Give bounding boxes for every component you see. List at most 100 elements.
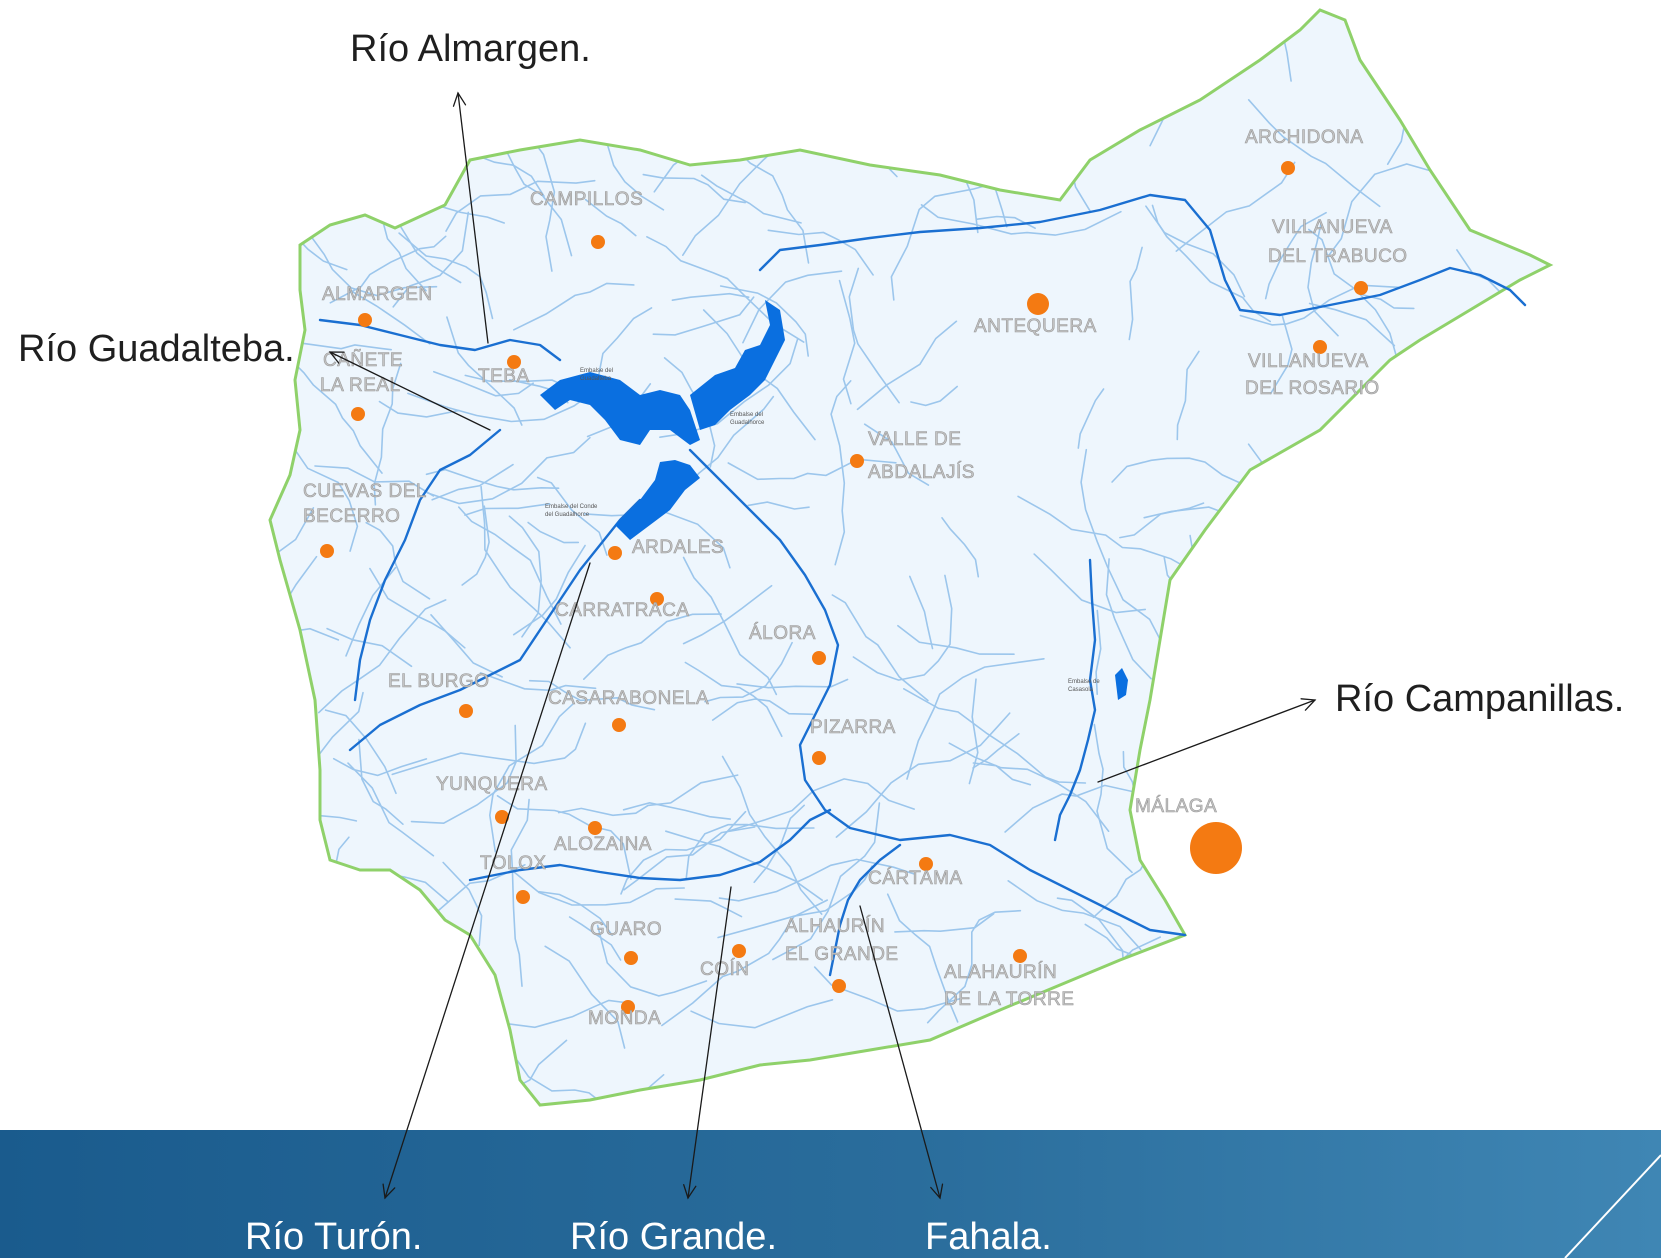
minor-river bbox=[1111, 457, 1250, 488]
minor-river bbox=[1175, 161, 1296, 252]
town-label: CAMPILLOS bbox=[530, 189, 643, 210]
minor-river bbox=[838, 279, 856, 405]
town-dot bbox=[1013, 949, 1027, 963]
map-note-embalse-guadalteba-2: Guadalteba bbox=[580, 376, 612, 382]
town-dot bbox=[320, 544, 334, 558]
minor-river bbox=[426, 436, 591, 505]
minor-river bbox=[903, 688, 1087, 784]
town-label: COÍN bbox=[700, 959, 750, 980]
minor-river bbox=[684, 661, 783, 737]
minor-river bbox=[920, 204, 1122, 236]
minor-river bbox=[1247, 99, 1381, 208]
minor-river bbox=[1212, 737, 1295, 787]
town-dot bbox=[850, 454, 864, 468]
minor-river bbox=[1128, 246, 1143, 341]
minor-river bbox=[742, 270, 843, 344]
minor-river bbox=[350, 290, 431, 345]
minor-river bbox=[1490, 504, 1550, 538]
town-dot bbox=[812, 751, 826, 765]
reservoir-casasola bbox=[1115, 668, 1128, 700]
callout-arrow bbox=[328, 351, 491, 431]
minor-river bbox=[772, 802, 881, 961]
minor-river bbox=[1105, 558, 1152, 680]
minor-river bbox=[736, 678, 849, 689]
minor-river bbox=[1017, 495, 1204, 578]
minor-river bbox=[1386, 791, 1497, 887]
minor-river bbox=[866, 1061, 966, 1086]
river-campanillas bbox=[1053, 558, 1097, 842]
minor-river bbox=[1269, 315, 1293, 395]
map-note-embalse-conde-2: del Guadalhorce bbox=[545, 512, 590, 518]
minor-river bbox=[1385, 438, 1420, 610]
town-dot bbox=[608, 546, 622, 560]
minor-river bbox=[652, 296, 755, 336]
town-dot bbox=[495, 810, 509, 824]
minor-river bbox=[1338, 909, 1398, 1076]
minor-river bbox=[1322, 772, 1454, 851]
minor-river bbox=[1169, 814, 1322, 837]
minor-river bbox=[1035, 20, 1054, 157]
minor-river bbox=[1119, 502, 1205, 539]
town-dot bbox=[1281, 161, 1295, 175]
town-label: VILLANUEVA bbox=[1248, 351, 1369, 372]
minor-river bbox=[376, 950, 448, 976]
minor-river bbox=[1012, 77, 1110, 104]
minor-river bbox=[835, 10, 849, 114]
minor-river bbox=[1176, 350, 1200, 441]
town-label: TEBA bbox=[478, 366, 530, 387]
town-dot bbox=[1190, 822, 1242, 874]
minor-river bbox=[910, 385, 958, 407]
town-label: GUARO bbox=[590, 919, 662, 940]
minor-river bbox=[1325, 1047, 1405, 1068]
town-dot bbox=[459, 704, 473, 718]
minor-river bbox=[718, 858, 916, 902]
minor-river bbox=[1325, 524, 1383, 543]
minor-river bbox=[329, 235, 447, 304]
town-label: DEL TRABUCO bbox=[1268, 246, 1408, 267]
minor-river bbox=[1188, 534, 1214, 687]
callout-rio-grande: Río Grande. bbox=[570, 1216, 777, 1258]
minor-river bbox=[682, 556, 778, 696]
minor-river bbox=[863, 423, 930, 486]
minor-river bbox=[536, 476, 608, 556]
minor-river bbox=[1361, 890, 1374, 948]
minor-river bbox=[1145, 205, 1246, 298]
town-dot bbox=[732, 944, 746, 958]
minor-river bbox=[1093, 723, 1133, 874]
minor-river bbox=[431, 463, 514, 501]
minor-river bbox=[835, 712, 1011, 838]
minor-river bbox=[433, 370, 534, 397]
minor-river bbox=[445, 179, 596, 232]
minor-river bbox=[852, 574, 953, 681]
minor-river bbox=[1504, 374, 1544, 445]
minor-river bbox=[721, 755, 823, 915]
callout-arrow bbox=[452, 91, 489, 344]
minor-river bbox=[407, 392, 588, 423]
minor-river bbox=[596, 924, 708, 997]
town-label: ALOZAINA bbox=[554, 834, 652, 855]
minor-river bbox=[968, 678, 979, 785]
minor-river bbox=[1505, 292, 1550, 357]
town-label: ALHAURÍN bbox=[785, 916, 885, 937]
map-note-embalse-guadalhorce-2: Guadalhorce bbox=[730, 420, 765, 426]
minor-river bbox=[704, 641, 793, 703]
minor-river bbox=[1251, 748, 1275, 817]
minor-river bbox=[528, 135, 556, 272]
town-label: CUEVAS DEL bbox=[303, 481, 427, 502]
river-fahala bbox=[828, 843, 902, 977]
minor-river bbox=[733, 146, 810, 264]
town-label: ALAHAURÍN bbox=[944, 962, 1057, 983]
minor-river bbox=[324, 953, 405, 1056]
town-label: ARCHIDONA bbox=[1245, 127, 1364, 148]
minor-river bbox=[1451, 1081, 1545, 1105]
minor-river bbox=[719, 285, 809, 357]
town-label: MONDA bbox=[588, 1008, 661, 1029]
minor-river bbox=[753, 804, 805, 884]
minor-river bbox=[1396, 522, 1495, 607]
minor-river bbox=[901, 75, 948, 158]
minor-river bbox=[1226, 689, 1286, 838]
minor-river bbox=[1132, 1022, 1241, 1105]
callout-rio-guadalteba: Río Guadalteba. bbox=[18, 328, 295, 370]
minor-river bbox=[767, 229, 874, 276]
